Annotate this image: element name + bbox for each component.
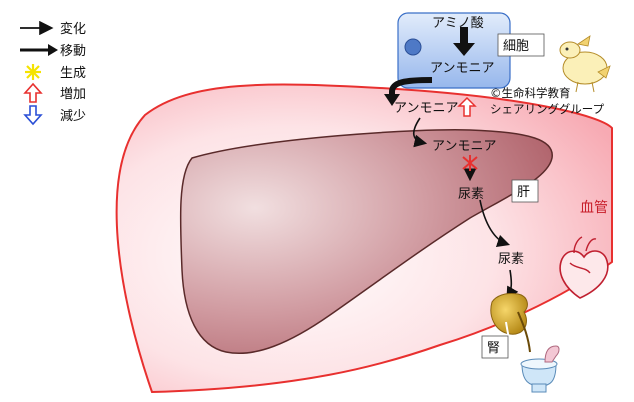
credit-line1: ©生命科学教育 — [490, 86, 571, 100]
legend: 変化 移動 生成 増加 減少 — [20, 20, 86, 126]
mascot-icon — [559, 35, 611, 93]
liver-label: 肝 — [517, 185, 530, 200]
blood-vessel-label: 血管 — [580, 200, 608, 216]
cell-nucleus-icon — [404, 38, 422, 56]
amino-to-ammonia-arrow — [453, 27, 475, 56]
kidney-icon — [490, 293, 531, 359]
legend-produce-label: 生成 — [60, 66, 86, 81]
kidney-label: 腎 — [487, 341, 500, 356]
cell-amino-acid-label: アミノ酸 — [432, 16, 484, 31]
ammonia-increase-arrow-icon — [457, 96, 477, 117]
blood-to-liver-arrow — [412, 117, 428, 148]
heart-icon — [559, 236, 609, 299]
liver-to-blood-urea-arrow — [479, 199, 511, 248]
legend-move-arrowhead — [48, 44, 58, 56]
legend-increase-arrow-icon — [23, 82, 43, 103]
kidney-label-box — [481, 335, 509, 359]
legend-decrease-arrow-icon — [23, 105, 43, 126]
legend-change-label: 変化 — [60, 21, 86, 37]
blood-urea-label: 尿素 — [498, 252, 524, 267]
blocked-mark-icon — [462, 155, 478, 171]
cell-label-box — [497, 33, 545, 57]
legend-move-label: 移動 — [60, 44, 86, 59]
cell-label: 細胞 — [503, 39, 529, 54]
cell-to-blood-arrow — [389, 77, 433, 96]
liver-ammonia-label: アンモニア — [432, 139, 496, 154]
legend-decrease-label: 減少 — [60, 108, 86, 124]
toilet-icon — [520, 345, 560, 393]
cell-ammonia-label: アンモニア — [430, 61, 494, 76]
liver-shape — [179, 129, 553, 354]
legend-produce-star-icon — [25, 64, 41, 80]
cell-to-blood-arrowhead — [384, 94, 400, 106]
liver-label-box — [511, 179, 539, 203]
legend-increase-label: 増加 — [60, 87, 86, 102]
credit-line2: シェアリンググループ — [490, 102, 605, 116]
liver-urea-label: 尿素 — [458, 187, 484, 202]
blood-ammonia-label: アンモニア — [394, 101, 458, 116]
